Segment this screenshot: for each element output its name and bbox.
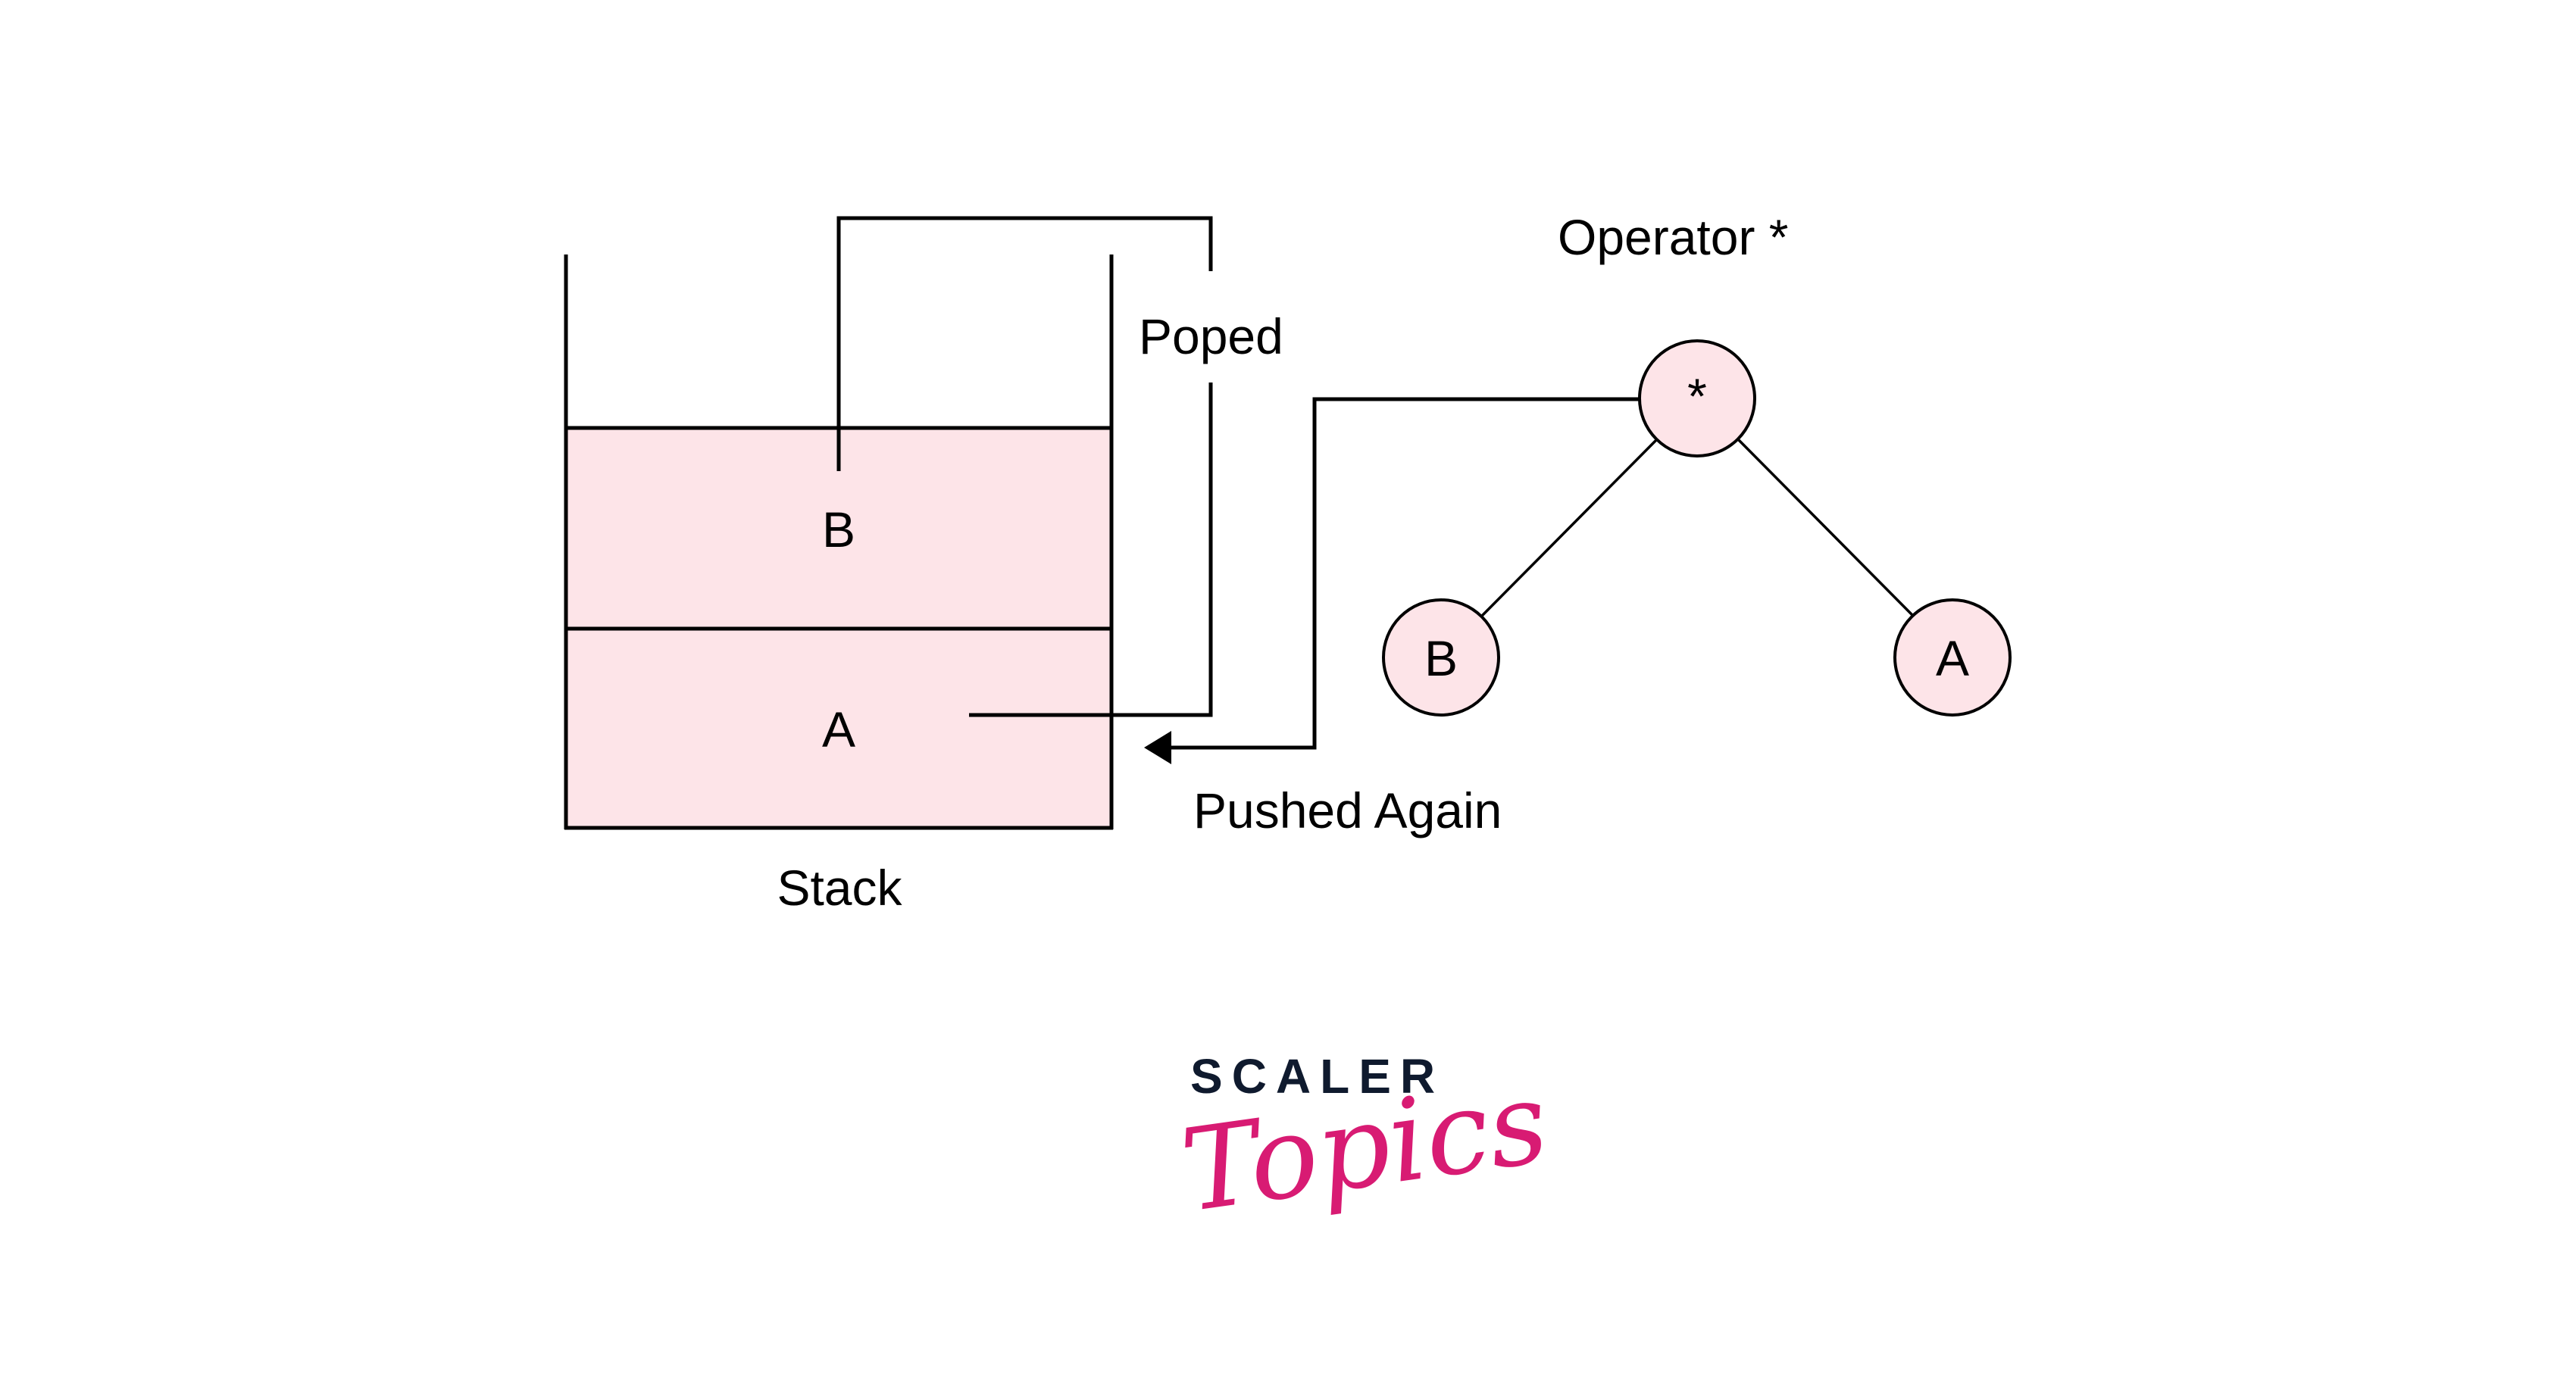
tree-left-label: B <box>1424 630 1458 686</box>
stack-cell-b-label: B <box>822 501 855 557</box>
tree-left-node <box>1382 598 1500 717</box>
logo-scaler-text: SCALER <box>1190 1049 1444 1104</box>
popped-label: Poped <box>1139 308 1283 364</box>
popped-line-lower <box>969 382 1213 717</box>
tree-right-label: A <box>1936 630 1969 686</box>
tree-edge-right <box>1737 439 1914 617</box>
popped-line-upper <box>836 216 1213 471</box>
pushed-arrow: Pushed Again <box>1144 397 1640 838</box>
tree-edge-left <box>1480 439 1658 617</box>
arrow-head-icon <box>1144 731 1171 764</box>
tree-right-node <box>1893 598 2012 717</box>
pushed-line <box>1167 397 1640 750</box>
stack-cell-a-label: A <box>822 701 855 757</box>
tree-title: Operator * <box>1558 209 1788 265</box>
stack-caption: Stack <box>777 860 902 916</box>
pushed-label: Pushed Again <box>1193 782 1502 838</box>
tree-root-node <box>1638 339 1756 457</box>
expression-tree: Operator * * B A <box>1382 209 2012 717</box>
popped-connector: Poped <box>836 216 1283 717</box>
tree-root-label: * <box>1687 368 1707 424</box>
stack-cell-a <box>566 629 1111 828</box>
scaler-topics-logo: SCALER Topics <box>1174 1049 1555 1238</box>
